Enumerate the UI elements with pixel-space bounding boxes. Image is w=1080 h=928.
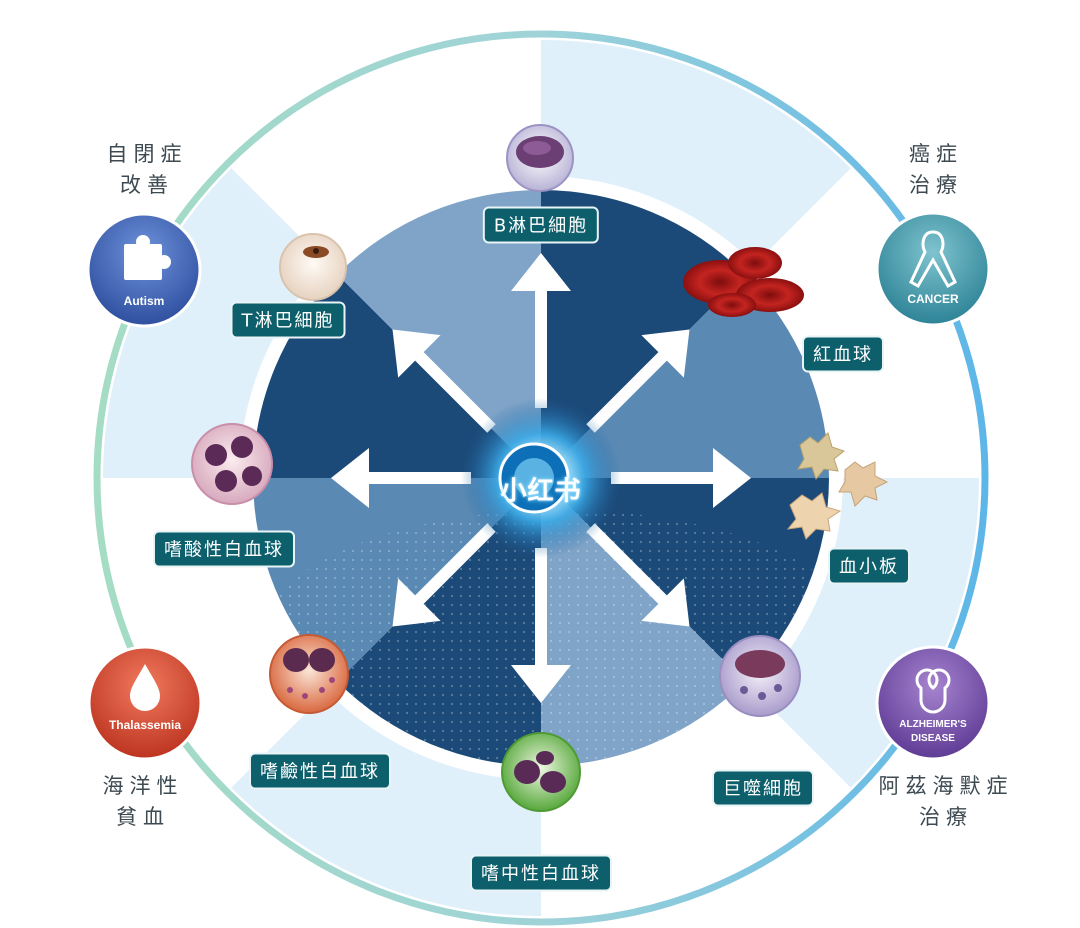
- cancer-caption-line1: 癌症: [909, 142, 963, 166]
- thalassemia-badge-text: Thalassemia: [108, 718, 182, 732]
- dotted-globe: [260, 510, 829, 766]
- alzheimers-badge-line2: DISEASE: [911, 733, 955, 744]
- center-label: 小红书: [500, 476, 582, 507]
- alzheimers-caption: 阿茲海默症 治療: [879, 771, 1014, 833]
- label-b-lymphocyte: B淋巴細胞: [482, 206, 600, 244]
- drop-icon: [130, 664, 160, 711]
- arrow-group: [331, 253, 751, 703]
- thalassemia-caption-line2: 貧血: [116, 805, 170, 829]
- autism-caption-line2: 改善: [120, 173, 174, 197]
- macrophage-cell: [719, 635, 801, 717]
- autism-badge: [86, 212, 202, 328]
- alzheimers-badge-text: ALZHEIMER'S DISEASE: [899, 718, 966, 746]
- label-macrophage: 巨噬細胞: [712, 769, 814, 807]
- thalassemia-caption: 海洋性 貧血: [103, 771, 184, 833]
- disc-wedge: [541, 274, 829, 478]
- autism-caption: 自閉症 改善: [107, 139, 188, 201]
- arrow: [586, 523, 690, 627]
- ribbon-icon: [909, 230, 957, 289]
- arrow: [392, 329, 496, 433]
- label-t-lymphocyte: T淋巴細胞: [230, 301, 346, 339]
- disc-wedge: [337, 190, 541, 478]
- platelets: [786, 432, 889, 540]
- cancer-badge-text: CANCER: [907, 292, 959, 306]
- arrow: [392, 523, 496, 627]
- arrow: [586, 329, 690, 433]
- cancer-badge: [875, 211, 991, 327]
- label-eosinophil: 嗜酸性白血球: [153, 530, 295, 568]
- disc-wedge: [541, 190, 745, 478]
- thalassemia-badge: [87, 645, 203, 761]
- alzheimers-badge: [875, 645, 991, 761]
- brain-icon: [915, 668, 951, 714]
- b-lymphocyte-cell: [506, 124, 574, 192]
- thalassemia-caption-line1: 海洋性: [102, 774, 184, 798]
- autism-badge-text: Autism: [123, 294, 165, 308]
- basophil-cell: [269, 634, 349, 714]
- red-blood-cells: [683, 247, 804, 317]
- label-neutrophil: 嗜中性白血球: [470, 854, 612, 892]
- t-lymphocyte-cell: [279, 233, 347, 301]
- arrow: [511, 548, 571, 703]
- arrow: [331, 448, 471, 508]
- core-highlight: [514, 458, 554, 498]
- alzheimers-caption-line2: 治療: [919, 805, 973, 829]
- eosinophil-cell: [191, 423, 273, 505]
- cancer-caption-line2: 治療: [909, 173, 963, 197]
- cancer-caption: 癌症 治療: [909, 139, 963, 201]
- arrow: [611, 448, 751, 508]
- label-red-blood-cell: 紅血球: [802, 335, 884, 373]
- alzheimers-badge-line1: ALZHEIMER'S: [899, 719, 967, 730]
- puzzle-icon: [124, 235, 171, 280]
- autism-caption-line1: 自閉症: [106, 142, 188, 166]
- label-platelet: 血小板: [828, 547, 910, 585]
- neutrophil-cell: [501, 732, 581, 812]
- label-basophil: 嗜鹼性白血球: [249, 752, 391, 790]
- arrow: [511, 253, 571, 408]
- alzheimers-caption-line1: 阿茲海默症: [878, 774, 1014, 798]
